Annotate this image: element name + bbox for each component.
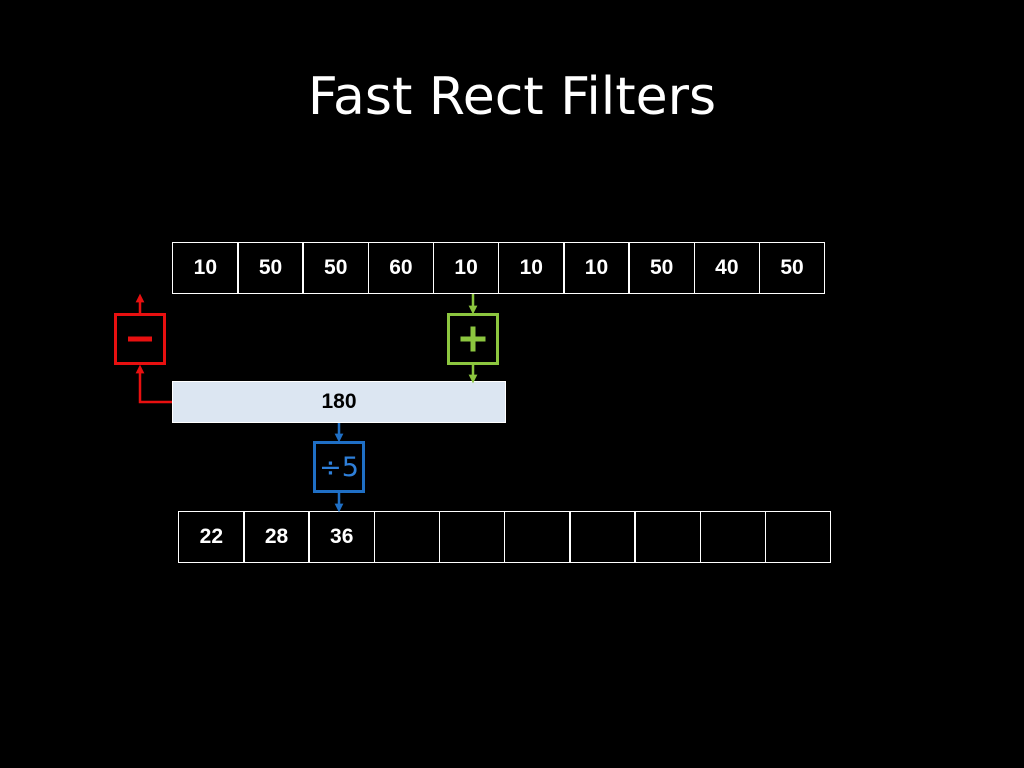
output-cell (569, 511, 636, 563)
divide-label: ÷5 (319, 451, 359, 483)
accumulator-sum: 180 (172, 381, 506, 423)
input-cell: 10 (563, 242, 630, 294)
output-cell: 36 (308, 511, 376, 563)
input-cell: 50 (758, 242, 826, 294)
plus-icon (460, 326, 486, 352)
slide-title: Fast Rect Filters (307, 67, 717, 127)
output-cell (503, 511, 571, 563)
input-cell: 50 (237, 242, 304, 294)
input-cell: 60 (367, 242, 435, 294)
output-cell: 28 (243, 511, 310, 563)
input-cell: 50 (302, 242, 370, 294)
input-cell: 50 (628, 242, 695, 294)
output-cell (634, 511, 701, 563)
output-cell (373, 511, 441, 563)
output-cell: 22 (178, 511, 245, 563)
output-cell (699, 511, 767, 563)
plus-operator (447, 313, 499, 365)
input-cell: 10 (497, 242, 565, 294)
minus-operator (114, 313, 166, 365)
input-cell: 10 (432, 242, 500, 294)
output-cell (438, 511, 506, 563)
output-array: 22 28 36 (178, 511, 832, 563)
input-array: 10 50 50 60 10 10 10 50 40 50 (172, 242, 826, 294)
input-cell: 40 (693, 242, 761, 294)
output-cell (764, 511, 832, 563)
divide-operator: ÷5 (313, 441, 365, 493)
input-cell: 10 (172, 242, 239, 294)
minus-input-arrow (135, 364, 172, 404)
minus-icon (128, 336, 152, 342)
